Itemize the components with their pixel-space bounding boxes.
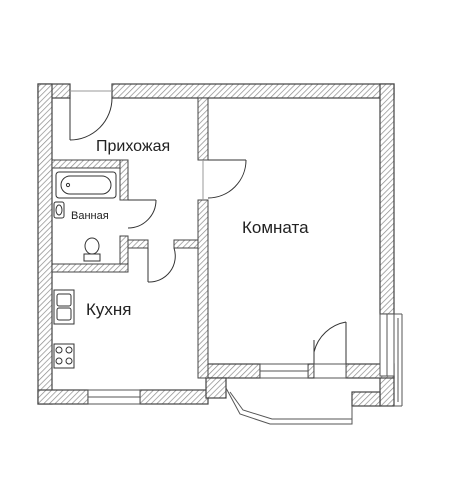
entrance-door bbox=[69, 90, 113, 141]
wall-left bbox=[37, 83, 53, 405]
door-bathroom bbox=[127, 199, 157, 229]
bathtub bbox=[55, 171, 117, 199]
interior-walls bbox=[51, 97, 209, 379]
sink-icon bbox=[53, 201, 65, 219]
label-kitchen: Кухня bbox=[86, 300, 132, 319]
wall-hall-room-bottom bbox=[197, 199, 209, 379]
outer-walls bbox=[37, 83, 395, 407]
wall-right-lower bbox=[379, 375, 395, 407]
wall-bottom-room-left bbox=[205, 363, 261, 379]
wall-kitchen-hall-right bbox=[173, 239, 199, 249]
kitchen-sink-icon bbox=[53, 289, 75, 325]
wall-bath-right-upper bbox=[119, 159, 129, 201]
wall-bottom-room-right bbox=[307, 363, 315, 379]
door-hall-room bbox=[202, 159, 247, 200]
window-balcony-door bbox=[313, 363, 347, 379]
wall-bottom-kitchen-left bbox=[37, 389, 89, 405]
wall-bay-stub bbox=[205, 377, 227, 399]
label-room: Комната bbox=[242, 218, 309, 237]
wall-bath-kitchen bbox=[51, 263, 129, 273]
wall-bay-right bbox=[351, 391, 381, 407]
windows bbox=[87, 313, 395, 405]
label-hallway: Прихожая bbox=[96, 138, 170, 155]
wall-top-right bbox=[111, 83, 395, 99]
label-bathroom: Ванная bbox=[71, 210, 109, 222]
toilet-icon bbox=[83, 237, 101, 262]
wall-right bbox=[379, 83, 395, 315]
wall-bottom-kitchen-right bbox=[139, 389, 209, 405]
door-balcony bbox=[313, 321, 347, 364]
wall-kitchen-hall-left bbox=[127, 239, 149, 249]
wall-hall-room-top bbox=[197, 97, 209, 161]
wall-bath-top bbox=[51, 159, 129, 169]
door-kitchen bbox=[147, 247, 176, 283]
stove-icon bbox=[53, 343, 75, 369]
balcony bbox=[225, 313, 403, 425]
